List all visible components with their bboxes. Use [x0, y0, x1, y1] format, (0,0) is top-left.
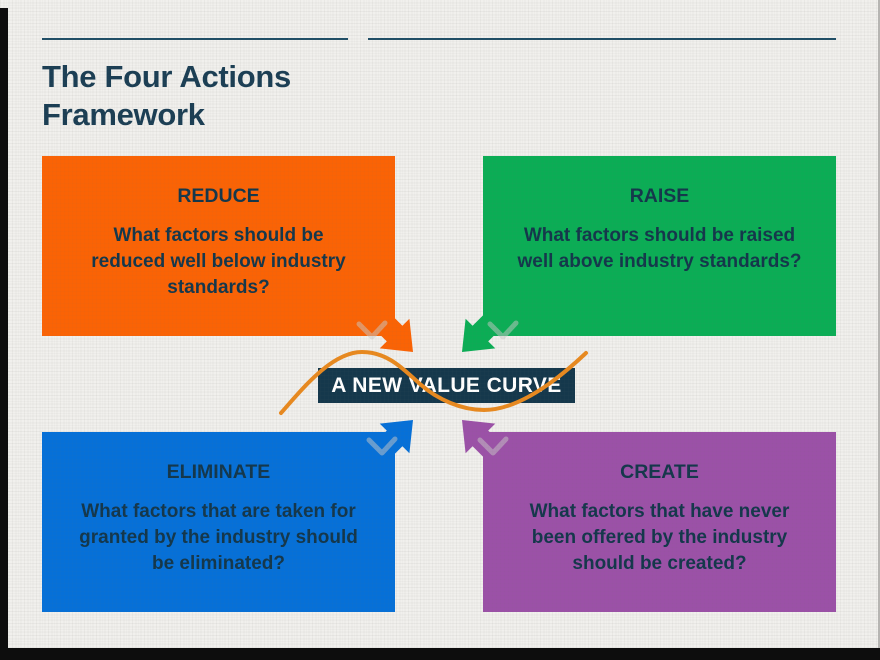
chevron-icon [356, 320, 388, 340]
quadrant-question: What factors should be raised well above… [517, 225, 802, 272]
value-curve-band: A NEW VALUE CURVE [318, 368, 575, 403]
quadrant-question: What factors that are taken for granted … [79, 501, 358, 574]
frame-right-edge [878, 0, 880, 648]
value-curve-line-icon [279, 349, 588, 415]
chevron-icon [477, 436, 509, 456]
quadrant-create: CREATE What factors that have never been… [483, 432, 836, 612]
header-rule-right [368, 38, 836, 40]
quadrant-question: What factors that have never been offere… [529, 501, 790, 574]
chevron-icon [366, 436, 398, 456]
page-title: The Four Actions Framework [42, 59, 291, 132]
quadrant-label: ELIMINATE [166, 461, 271, 483]
frame-left-bar [0, 8, 8, 648]
chevron-icon [487, 320, 519, 340]
value-curve-label: A NEW VALUE CURVE [331, 373, 562, 397]
quadrant-raise: RAISE What factors should be raised well… [483, 156, 836, 336]
quadrant-label: REDUCE [177, 185, 260, 207]
quadrant-eliminate: ELIMINATE What factors that are taken fo… [42, 432, 395, 612]
quadrant-label: CREATE [620, 461, 699, 483]
quadrant-reduce: REDUCE What factors should be reduced we… [42, 156, 395, 336]
quadrant-question: What factors should be reduced well belo… [91, 225, 346, 298]
frame-bottom-bar [0, 648, 880, 660]
quadrant-label: RAISE [629, 185, 690, 207]
header-rule-left [42, 38, 348, 40]
chevron-group [356, 320, 519, 456]
